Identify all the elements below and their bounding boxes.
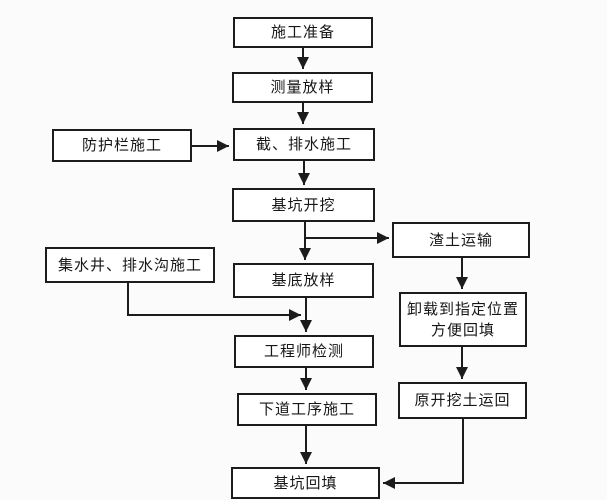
- node-pit-backfill: 基坑回填: [231, 467, 380, 499]
- node-label-line: 方便回填: [430, 320, 495, 339]
- node-base-layout: 基底放样: [233, 263, 374, 298]
- node-label-line: 卸载到指定位置: [406, 300, 519, 319]
- edge-soilreturn-to-backfill: [383, 419, 464, 489]
- node-guardrail-construction: 防护栏施工: [52, 129, 192, 162]
- node-sump-ditch-construction: 集水井、排水沟施工: [45, 247, 215, 283]
- node-soil-return: 原开挖土运回: [398, 382, 527, 419]
- node-muck-transport: 渣土运输: [392, 222, 530, 258]
- node-intercept-drainage: 截、排水施工: [233, 128, 375, 161]
- node-unload-to-position: 卸载到指定位置 方便回填: [399, 292, 527, 347]
- node-pit-excavation: 基坑开挖: [232, 188, 375, 222]
- node-construction-prep: 施工准备: [233, 17, 373, 48]
- node-next-process: 下道工序施工: [237, 393, 377, 426]
- node-engineer-inspection: 工程师检测: [234, 335, 374, 368]
- node-survey-layout: 测量放样: [232, 72, 373, 103]
